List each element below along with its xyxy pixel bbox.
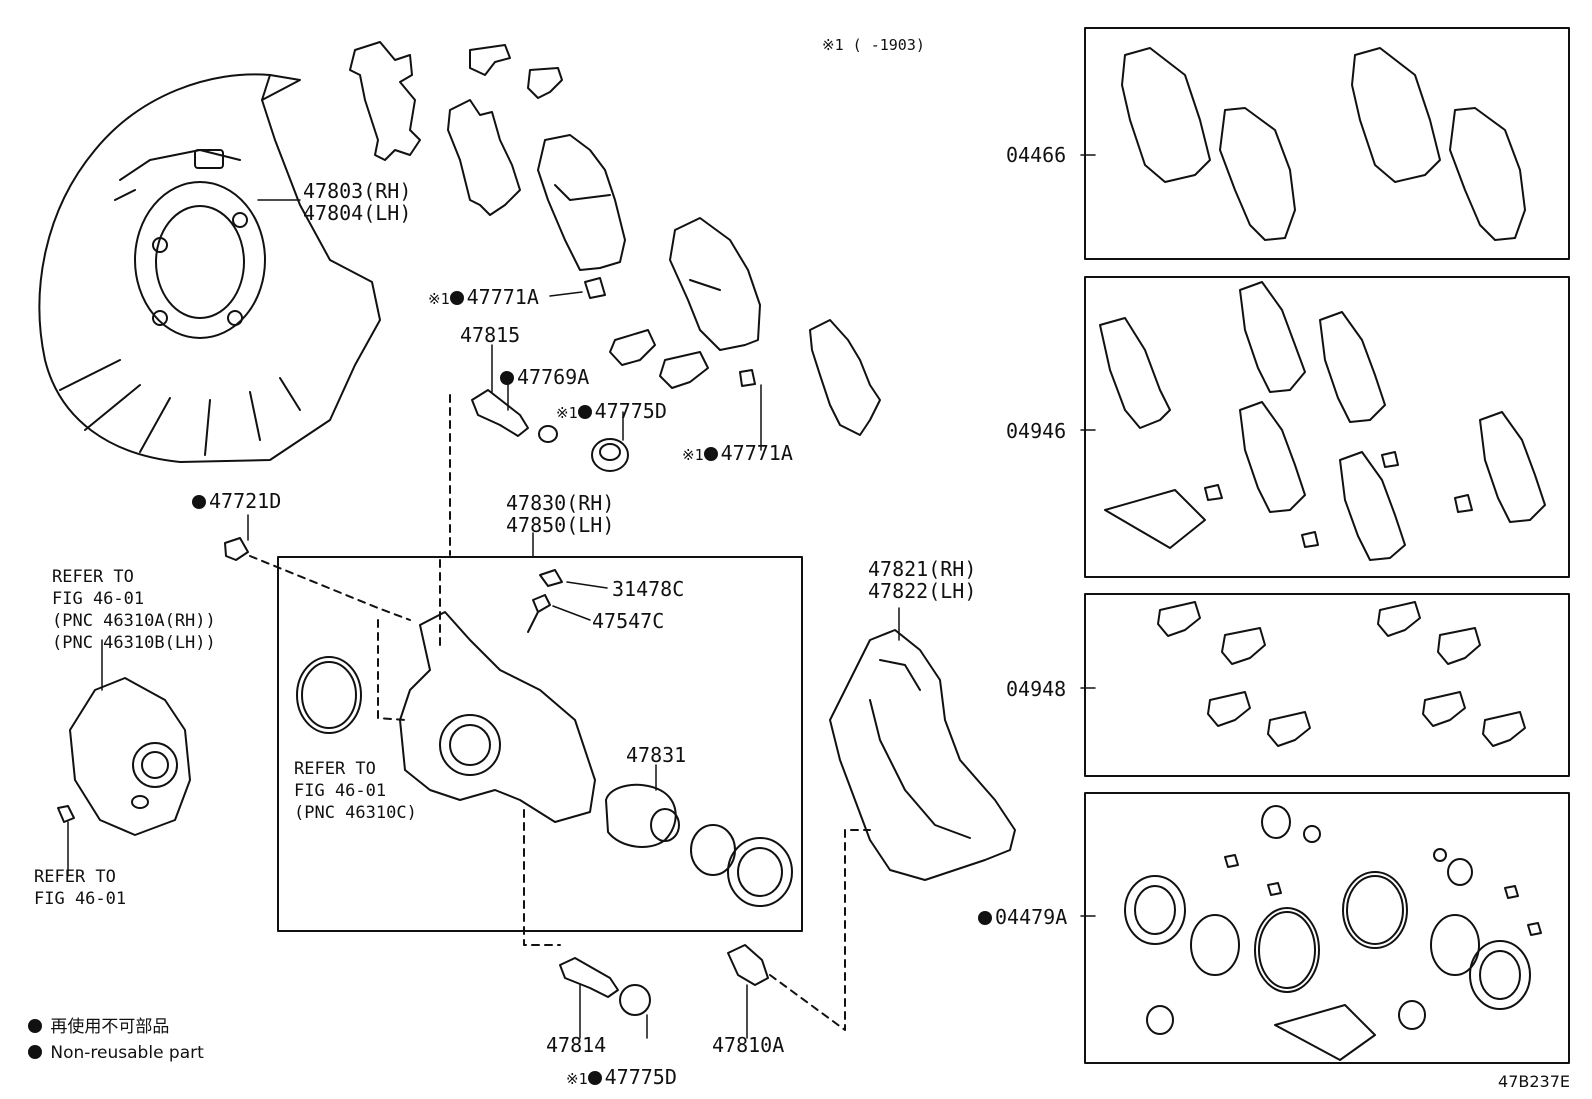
pad-shim-drawing bbox=[349, 41, 881, 436]
part-number: 47775D bbox=[604, 1065, 677, 1089]
legend-ja: 再使用不可部品 bbox=[28, 1016, 169, 1038]
label-47721d: 47721D bbox=[192, 490, 281, 512]
refer-block-bolt: REFER TO FIG 46-01 bbox=[34, 866, 126, 910]
label-47769a: 47769A bbox=[500, 366, 589, 388]
bolt-and-ref-caliper-drawing bbox=[57, 537, 411, 836]
legend-text: Non-reusable part bbox=[50, 1043, 204, 1063]
label-47775d-bottom: ※1 47775D bbox=[566, 1066, 677, 1090]
label-47803: 47803(RH) bbox=[303, 179, 412, 203]
legend-en: Non-reusable part bbox=[28, 1042, 204, 1064]
star-marker: ※1 bbox=[556, 404, 578, 422]
refer-line: REFER TO bbox=[34, 867, 116, 887]
applicability-note: ※1 ( -1903) bbox=[822, 36, 925, 54]
legend-dot bbox=[28, 1019, 42, 1033]
refer-line: FIG 46-01 bbox=[34, 889, 127, 909]
non-reusable-dot bbox=[192, 495, 206, 509]
label-47775d-top: ※1 47775D bbox=[556, 400, 667, 424]
label-31478c: 31478C bbox=[612, 577, 685, 601]
part-number: 47771A bbox=[720, 441, 793, 465]
kit-boxes-drawing bbox=[1084, 27, 1570, 1064]
star-marker: ※1 bbox=[566, 1070, 588, 1088]
non-reusable-dot bbox=[978, 911, 992, 925]
label-47822: 47822(LH) bbox=[868, 579, 977, 603]
label-47830: 47830(RH) bbox=[506, 491, 615, 515]
label-47850: 47850(LH) bbox=[506, 513, 615, 537]
label-47810a: 47810A bbox=[712, 1033, 785, 1057]
label-04479a: 04479A bbox=[978, 906, 1067, 928]
non-reusable-dot bbox=[449, 291, 464, 305]
label-04466: 04466 bbox=[1006, 143, 1067, 167]
mounting-bracket-drawing bbox=[829, 629, 1016, 881]
label-04948: 04948 bbox=[1006, 677, 1067, 701]
legend-dot bbox=[28, 1045, 42, 1059]
refer-block-main: REFER TO FIG 46-01 (PNC 46310A(RH)) (PNC… bbox=[52, 566, 216, 654]
image-code: 47B237E bbox=[1498, 1072, 1570, 1091]
guide-pin-drawing bbox=[439, 389, 629, 651]
part-number: 47771A bbox=[466, 285, 539, 309]
star-marker: ※1 bbox=[428, 290, 450, 308]
caliper-assembly-drawing bbox=[277, 556, 803, 946]
refer-block-seal: REFER TO FIG 46-01 (PNC 46310C) bbox=[294, 758, 417, 824]
label-47814: 47814 bbox=[546, 1033, 607, 1057]
refer-line: (PNC 46310A(RH)) bbox=[52, 611, 216, 631]
leader-lines bbox=[67, 154, 1096, 1039]
non-reusable-dot bbox=[500, 371, 514, 385]
part-number: 47775D bbox=[594, 399, 667, 423]
refer-line: (PNC 46310B(LH)) bbox=[52, 633, 216, 653]
label-47831: 47831 bbox=[626, 743, 687, 767]
refer-line: REFER TO bbox=[294, 759, 376, 779]
refer-line: (PNC 46310C) bbox=[294, 803, 417, 823]
legend-text: 再使用不可部品 bbox=[50, 1017, 170, 1037]
label-47804: 47804(LH) bbox=[303, 201, 412, 225]
part-number: 47721D bbox=[209, 489, 282, 513]
bottom-pins-drawing bbox=[559, 829, 871, 1031]
label-47547c: 47547C bbox=[592, 609, 665, 633]
star-marker: ※1 bbox=[682, 446, 704, 464]
dust-cover-drawing bbox=[38, 73, 381, 463]
non-reusable-dot bbox=[703, 447, 718, 461]
non-reusable-dot bbox=[577, 405, 592, 419]
label-47771a-top: ※1 47771A bbox=[428, 286, 539, 310]
label-47771a-bottom: ※1 47771A bbox=[682, 442, 793, 466]
refer-line: REFER TO bbox=[52, 567, 134, 587]
label-04946: 04946 bbox=[1006, 419, 1067, 443]
non-reusable-dot bbox=[587, 1071, 602, 1085]
refer-line: FIG 46-01 bbox=[294, 781, 387, 801]
refer-line: FIG 46-01 bbox=[52, 589, 145, 609]
label-47815: 47815 bbox=[460, 323, 521, 347]
label-47821: 47821(RH) bbox=[868, 557, 977, 581]
part-number: 47769A bbox=[517, 365, 590, 389]
part-number: 04479A bbox=[995, 905, 1068, 929]
